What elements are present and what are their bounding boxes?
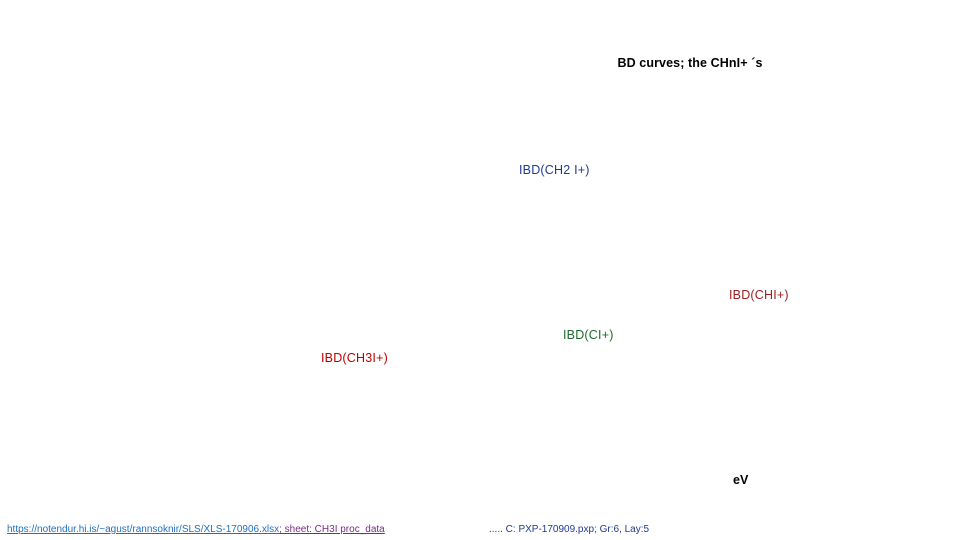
- source-hyperlink-sheet[interactable]: ; sheet: CH3I proc_data: [279, 524, 385, 535]
- source-hyperlink-url[interactable]: https://notendur.hi.is/~agust/rannsoknir…: [7, 524, 280, 535]
- file-reference-note: ..... C: PXP-170909.pxp; Gr:6, Lay:5: [489, 524, 650, 535]
- chart-plot-area: [0, 90, 960, 510]
- series-label-chi: IBD(CHI+): [729, 288, 789, 302]
- x-axis-unit-label: eV: [733, 473, 749, 487]
- source-hyperlink[interactable]: https://notendur.hi.is/~agust/rannsoknir…: [7, 524, 385, 535]
- chart-title: BD curves; the CHnI+ ´s: [0, 56, 960, 70]
- series-label-ch3i: IBD(CH3I+): [321, 351, 388, 365]
- series-label-ci: IBD(CI+): [563, 328, 614, 342]
- chart-title-text: BD curves; the CHnI+ ´s: [617, 56, 763, 70]
- series-label-ch2i: IBD(CH2 I+): [519, 163, 590, 177]
